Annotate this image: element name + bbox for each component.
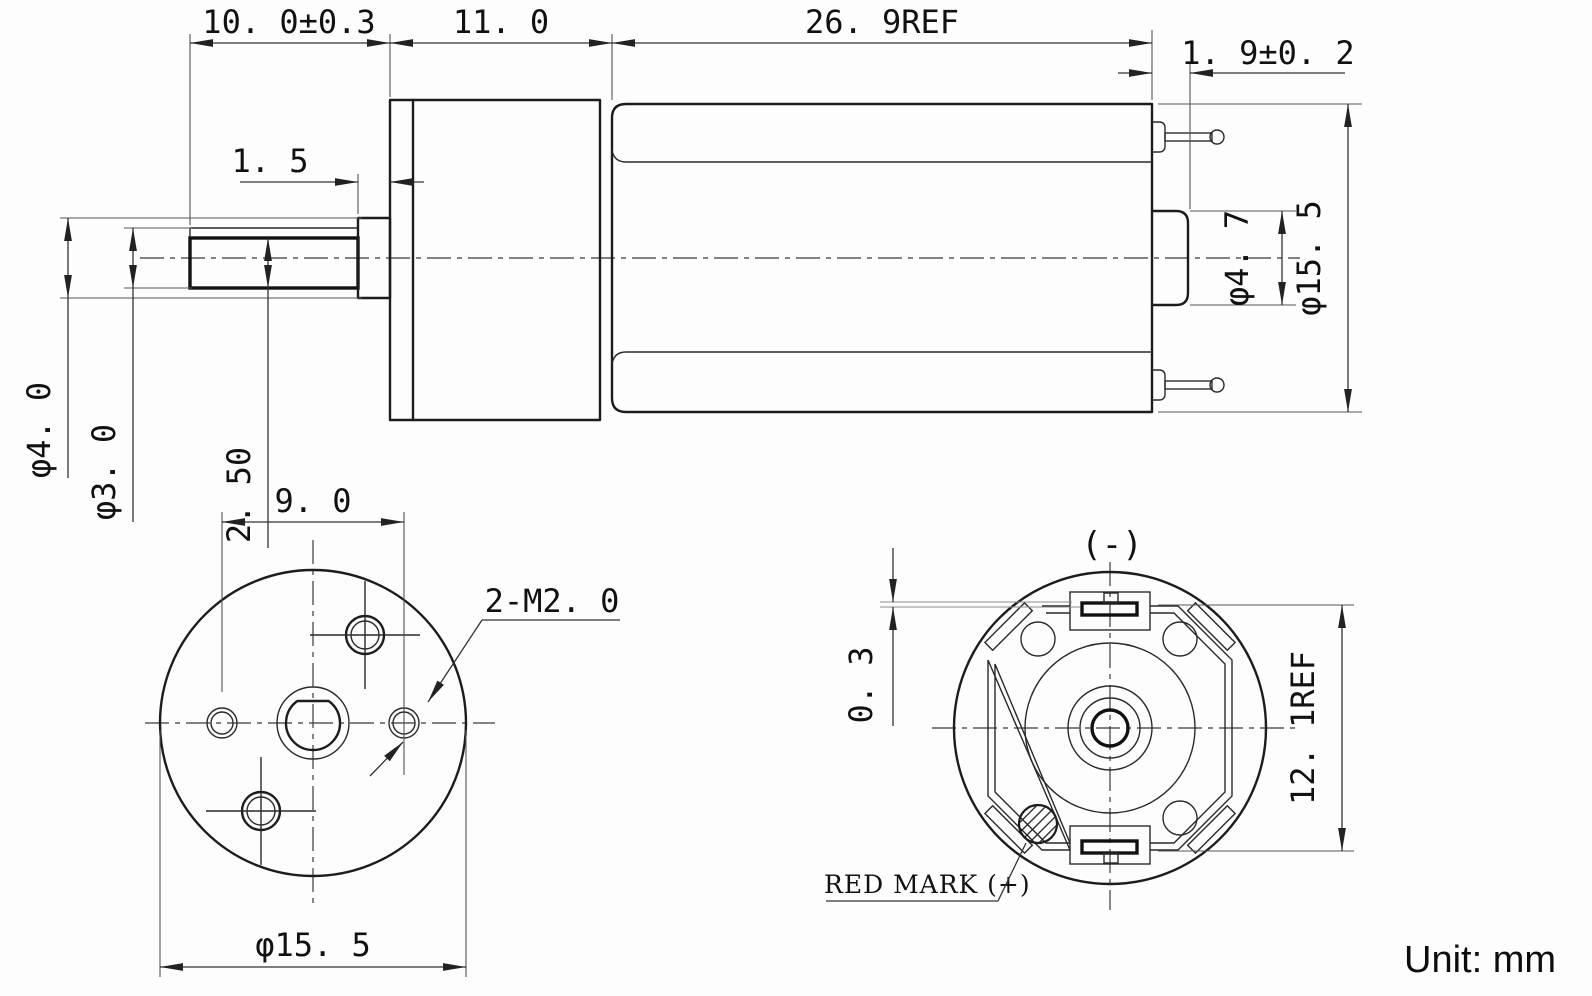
rear-bearing-outer xyxy=(1067,685,1153,771)
dim-motor-length: 26. 9REF xyxy=(805,3,959,41)
unit-note: Unit: mm xyxy=(1404,939,1556,981)
dim-collar-diameter: φ4. 0 xyxy=(20,382,58,478)
front-view: 9. 0 2-M2. 0 φ15. 5 xyxy=(145,482,620,977)
dim-shaft-length: 10. 0±0.3 xyxy=(202,3,375,41)
terminal-base-bottom xyxy=(1152,369,1166,401)
terminal-pin-top xyxy=(1164,132,1213,142)
shaft-d-hole xyxy=(284,699,342,752)
dim-body-diameter: φ15. 5 xyxy=(1290,200,1328,316)
terminal-pin-bottom xyxy=(1164,380,1213,390)
motor-flat-edge-top xyxy=(611,149,1152,163)
dim-tab-protrusion: 0. 3 xyxy=(842,646,880,723)
side-dimensions-top: 10. 0±0.3 11. 0 26. 9REF xyxy=(189,3,1153,225)
dim-terminal-span-group: 12. 1REF xyxy=(1158,604,1354,852)
positive-mark-label: RED MARK (+) xyxy=(824,870,1031,899)
terminal-pin-top-bead xyxy=(1209,129,1225,145)
rear-bearing-plate-circle xyxy=(1024,642,1196,814)
dim-tab-protrusion-group: 0. 3 xyxy=(842,548,1080,726)
dim-terminal-span: 12. 1REF xyxy=(1284,651,1322,805)
shaft-boss-circle xyxy=(276,686,350,760)
dim-collar-length: 1. 5 xyxy=(231,142,308,180)
dim-terminal-boss: 1. 9±0. 2 xyxy=(1118,34,1355,209)
stake-tab-bottom-left xyxy=(983,804,1034,855)
dim-shaft-flat: 2. 50 xyxy=(220,447,258,543)
rear-terminal-negative xyxy=(1069,591,1151,631)
terminal-base-top xyxy=(1152,121,1166,153)
rear-terminal-positive xyxy=(1069,825,1151,865)
rear-end-cap-plate xyxy=(983,601,1237,855)
dim-mount-hole-thread: 2-M2. 0 xyxy=(485,582,620,620)
dim-shaft-diameters: φ4. 0 φ3. 0 2. 50 xyxy=(20,217,362,548)
stake-tab-bottom-right xyxy=(1186,804,1237,855)
dim-rear-boss-diameter: φ4. 7 xyxy=(1218,210,1256,306)
gearbox-face-outline xyxy=(158,568,468,878)
motor-rear-outline xyxy=(952,570,1268,886)
rear-hole-bottom-right xyxy=(1162,800,1198,836)
shaft-flat-section xyxy=(188,236,360,290)
rear-bearing-boss xyxy=(1150,209,1190,307)
dim-gearbox-length: 11. 0 xyxy=(453,3,549,41)
dim-terminal-boss-length: 1. 9±0. 2 xyxy=(1181,34,1354,72)
stake-tab-top-right xyxy=(1186,601,1237,652)
negative-terminal-label: (-) xyxy=(1081,525,1142,565)
red-mark-dot xyxy=(1017,803,1059,845)
rear-shaft-end xyxy=(1090,708,1130,748)
rear-hole-top-right xyxy=(1162,621,1198,657)
dim-rear-boss: φ4. 7 xyxy=(1190,210,1296,306)
assembly-screw-bottom xyxy=(206,757,316,865)
dim-mount-hole-spacing: 9. 0 xyxy=(274,482,351,520)
terminal-pin-bottom-bead xyxy=(1209,377,1225,393)
dim-hole-spacing-group: 9. 0 xyxy=(221,482,405,775)
mount-hole-left xyxy=(206,707,238,739)
dim-collar: 1. 5 xyxy=(231,142,424,214)
motor-flat-edge-bottom xyxy=(611,351,1152,365)
mount-hole-callout: 2-M2. 0 xyxy=(369,582,620,777)
gearbox xyxy=(388,98,602,422)
dim-body-diameter-group: φ15. 5 xyxy=(1158,103,1362,413)
motor-body xyxy=(610,102,1225,414)
dim-front-outer-diameter-group: φ15. 5 xyxy=(159,730,467,977)
rear-view: (-) 0. 3 12. 1REF RED MARK (+) xyxy=(824,525,1354,910)
dim-shaft-diameter: φ3. 0 xyxy=(85,424,123,520)
red-mark-callout: RED MARK (+) xyxy=(824,842,1031,902)
assembly-screw-top xyxy=(310,581,420,689)
dim-front-outer-diameter: φ15. 5 xyxy=(255,926,371,964)
rear-hole-top-left xyxy=(1020,621,1056,657)
rear-bearing-inner xyxy=(1079,697,1141,759)
side-view: 10. 0±0.3 11. 0 26. 9REF 1. 9±0. 2 1. 5 xyxy=(20,3,1362,548)
